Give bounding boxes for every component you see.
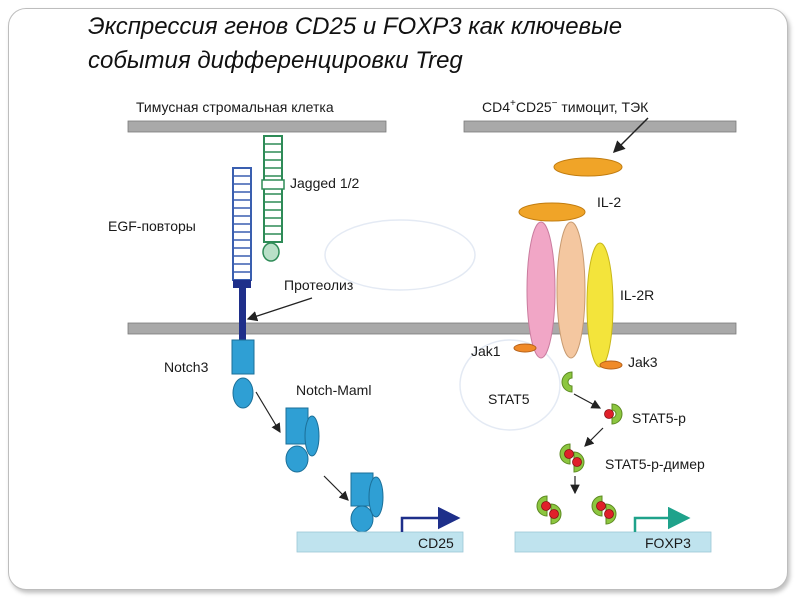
thymocyte-membrane — [463, 120, 737, 133]
thymocyte-label: CD4+CD25− тимоцит, ТЭК — [482, 98, 649, 115]
stat5p-dimer-bound-2 — [591, 495, 617, 525]
jagged-label: Jagged 1/2 — [290, 175, 359, 191]
foxp3-dna-bar — [514, 531, 712, 553]
cd25-dna-bar — [296, 531, 464, 553]
notch3-to-nucleus-arrow — [255, 391, 281, 434]
jak1 — [513, 343, 537, 353]
notch-maml-to-dna-arrow — [323, 475, 349, 501]
slide-frame — [8, 8, 788, 590]
notch3-label: Notch3 — [164, 359, 209, 375]
jak3-label: Jak3 — [628, 354, 658, 370]
title-line-2: события дифференцировки Treg — [88, 47, 463, 74]
stat5p-to-dimer-arrow — [584, 427, 604, 447]
cell-membrane-middle — [127, 322, 737, 335]
thymocyte-pointer-arrow — [612, 117, 649, 154]
cd25-transcription-arrow — [400, 506, 461, 532]
stromal-cell-label: Тимусная стромальная клетка — [136, 99, 334, 115]
notch-egf-repeats — [232, 167, 252, 338]
stat5p-dimer-label: STAT5-p-димер — [605, 456, 705, 472]
proteolysis-label: Протеолиз — [284, 277, 353, 293]
proteolysis-arrow — [246, 297, 313, 322]
stromal-cell-membrane — [127, 120, 387, 133]
egf-repeats-label: EGF-повторы — [108, 218, 196, 234]
jagged-ligand — [261, 135, 285, 262]
notch3-intracellular-domain — [231, 339, 255, 409]
stat5p-label: STAT5-p — [632, 410, 686, 426]
notch-maml-label: Notch-Maml — [296, 382, 371, 398]
il2-bound — [518, 202, 586, 222]
slide-title: Экспрессия генов CD25 и FOXP3 как ключев… — [88, 10, 768, 78]
jak1-label: Jak1 — [471, 343, 501, 359]
il2-free — [553, 157, 623, 177]
stat5-monomer — [561, 371, 573, 393]
notch-maml-complex — [285, 407, 320, 473]
title-line-1: Экспрессия генов CD25 и FOXP3 как ключев… — [88, 13, 623, 40]
stat5p-dimer-bound-1 — [536, 495, 562, 525]
il2r-label: IL-2R — [620, 287, 654, 303]
foxp3-gene-label: FOXP3 — [645, 535, 691, 551]
stat5p-monomer — [604, 403, 623, 425]
stat5-label: STAT5 — [488, 391, 530, 407]
foxp3-transcription-arrow — [633, 506, 691, 532]
background-ghost-shapes — [324, 219, 561, 431]
notch-transmembrane — [239, 320, 246, 342]
stat5-to-phospho-arrow — [573, 393, 602, 409]
notch-maml-dna-bound — [350, 472, 384, 533]
jak3 — [599, 360, 623, 370]
il2-receptor — [526, 221, 614, 368]
stat5p-dimer — [559, 443, 585, 473]
il2-label: IL-2 — [597, 194, 621, 210]
cd25-gene-label: CD25 — [418, 535, 454, 551]
